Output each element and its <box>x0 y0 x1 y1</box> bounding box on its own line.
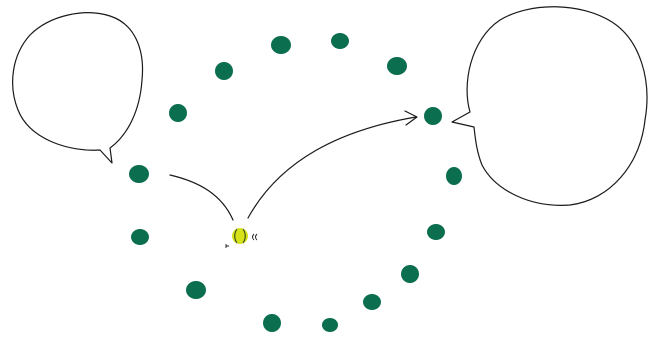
player-dot-13 <box>363 294 381 310</box>
player-dot-2 <box>331 33 349 49</box>
right-speech-bubble <box>451 6 648 206</box>
player-dot-3 <box>387 57 407 75</box>
player-dot-7 <box>129 165 149 183</box>
player-dot-8 <box>446 167 462 185</box>
player-dot-12 <box>186 281 206 299</box>
tennis-ball-icon <box>225 228 258 248</box>
player-circle <box>129 33 462 332</box>
left-speech-bubble <box>12 12 144 164</box>
player-dot-11 <box>401 265 419 283</box>
player-dot-14 <box>263 314 281 332</box>
incoming-arrow <box>169 174 234 221</box>
player-dot-5 <box>169 104 187 122</box>
outgoing-arrowhead <box>404 110 418 126</box>
player-dot-9 <box>131 229 149 245</box>
player-dot-4 <box>215 62 233 80</box>
player-dot-15 <box>322 318 338 332</box>
player-dot-10 <box>427 224 445 240</box>
player-dot-1 <box>271 36 291 54</box>
player-dot-6 <box>424 107 442 125</box>
outgoing-arrow <box>247 116 417 219</box>
